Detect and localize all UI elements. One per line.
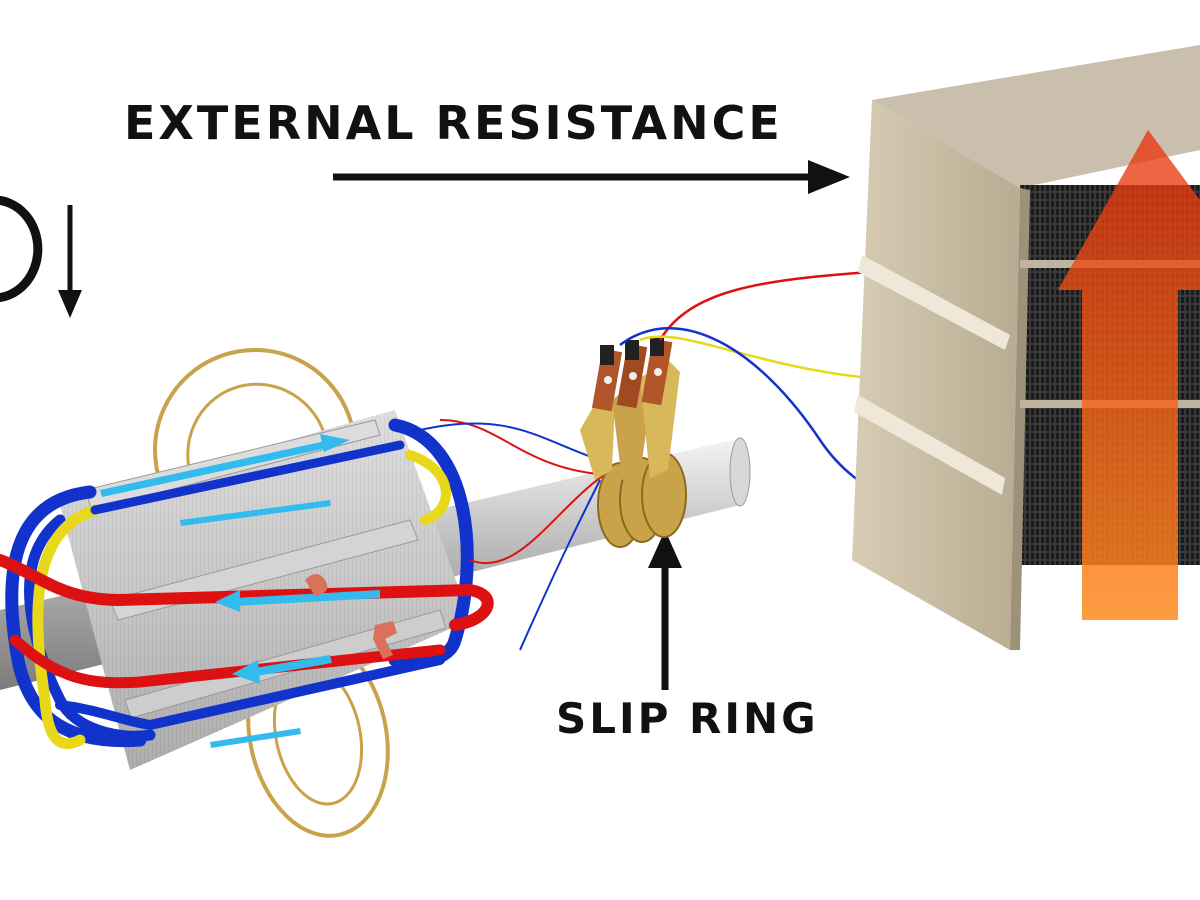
down-arrow-icon [58, 205, 82, 318]
slip-ring-arrow [648, 530, 682, 690]
current-direction-arrow-icon [100, 434, 380, 748]
rotor-leads [419, 419, 613, 651]
heat-up-arrow-icon [1058, 130, 1200, 620]
external-resistance-label: EXTERNAL RESISTANCE [124, 96, 783, 150]
slip-ring-label: SLIP RING [556, 694, 819, 743]
external-resistance-arrow [333, 160, 850, 194]
rotor-bar-ends [305, 574, 397, 659]
slip-ring-assembly [580, 336, 687, 548]
rotor-windings [0, 418, 494, 750]
rotation-icon [0, 195, 43, 303]
